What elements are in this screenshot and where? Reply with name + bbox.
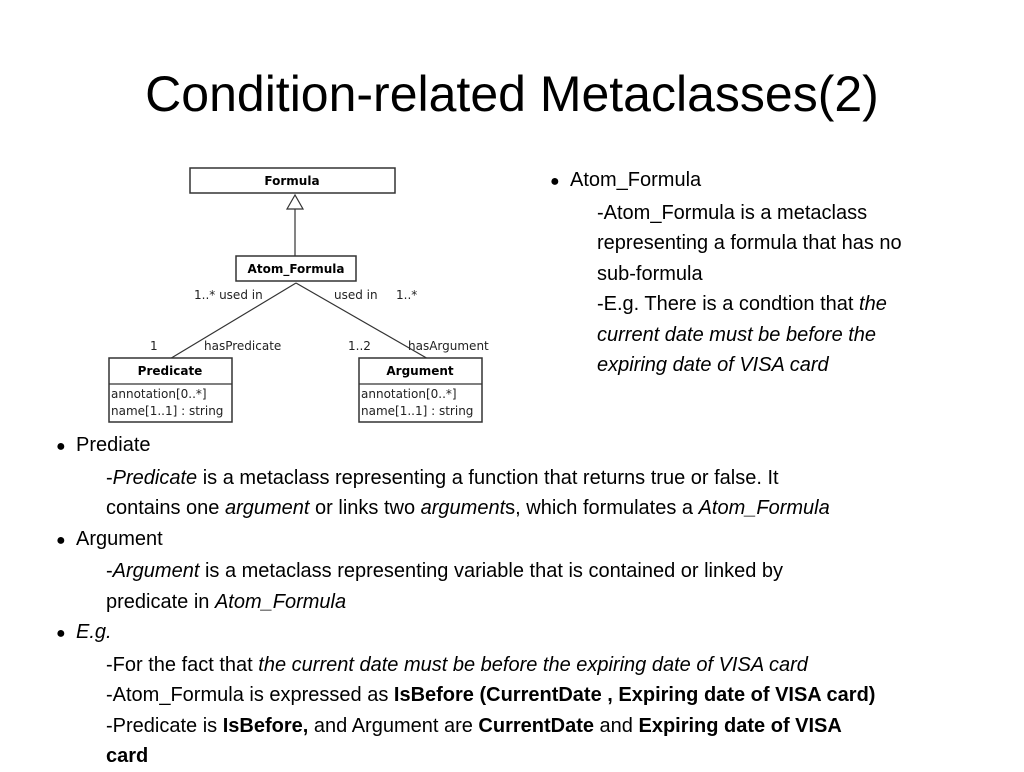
argument-desc-line-1: -Argument is a metaclass representing va… [56,556,986,587]
predicate-text-2a: contains one [106,497,225,519]
atom-formula-line-2: representing a formula that has no [597,232,902,254]
atom-formula-line-6: expiring date of VISA card [550,350,990,381]
predicate-heading: Prediate [76,434,151,456]
atom-formula-term: Atom_Formula [698,497,830,519]
dash: - [106,560,113,582]
bullet-icon: ● [56,531,66,549]
argument-association-line [295,282,431,361]
generalization-arrow [285,193,305,210]
eg-italic-text: the [859,293,887,315]
argument-term: Argument [112,560,200,582]
predicate-desc-line-2: contains one argument or links two argum… [56,493,986,524]
predicate-class-box: Predicate annotation[0..*] name[1..1] : … [108,357,233,423]
predicate-desc-line-1: -Predicate is a metaclass representing a… [56,463,986,494]
example-heading: E.g. [76,621,112,643]
has-argument-label: hasArgument [408,339,489,353]
example-bullet-row: ● E.g. [56,617,986,650]
dash: - [106,466,113,489]
example-text-1b: the current date must be before the expi… [258,653,808,676]
atom-formula-description: ● Atom_Formula -Atom_Formula is a metacl… [550,165,990,381]
mult-label-left-top: 1..* used in [194,288,263,302]
bullet-icon: ● [56,625,66,642]
atom-formula-term: Atom_Formula [214,590,347,613]
example-text-2a: -Atom_Formula is expressed as [106,684,394,706]
predicate-attr-annotation: annotation[0..*] [111,387,207,401]
predicate-attr-name: name[1..1] : string [111,404,223,418]
mult-label-right-top: 1..* [396,288,417,302]
argument-text-1: is a metaclass representing variable tha… [199,560,784,582]
argument-attr-name: name[1..1] : string [361,404,473,418]
predicate-term: Predicate [112,466,198,489]
atom-formula-class-box: Atom_Formula [235,255,357,282]
argument-heading: Argument [76,527,163,550]
mult-label-right-bottom: 1..2 [348,339,371,353]
bullet-icon: ● [550,173,560,190]
example-text-3b: IsBefore, [222,714,309,737]
predicate-association-line [167,282,297,361]
argument-bullet-row: ● Argument [56,524,986,557]
atom-formula-bullet-row: ● Atom_Formula [550,165,990,198]
atom-formula-line-4: -E.g. There is a condtion that the [550,289,990,320]
predicate-text-1: is a metaclass representing a function t… [197,466,779,489]
main-bullet-list: ● Prediate -Predicate is a metaclass rep… [56,430,986,772]
example-text-4: card [106,745,149,767]
atom-formula-line-1: -Atom_Formula is a metaclass [597,201,868,224]
argument-term-2: argument [420,497,506,519]
argument-attr-annotation: annotation[0..*] [361,387,457,401]
used-in-label-right: used in [334,288,378,302]
example-text-3d: CurrentDate [478,714,594,737]
example-line-4: card [56,741,986,772]
eg-italic-line-5: current date must be before the [597,323,877,346]
eg-text: -E.g. There is a condtion that [597,293,860,315]
example-text-3c: and Argument are [308,714,479,737]
predicate-text-2c: s, which formulates a [505,497,699,519]
has-predicate-label: hasPredicate [204,339,281,353]
argument-class-box: Argument annotation[0..*] name[1..1] : s… [358,357,483,423]
atom-formula-class-name: Atom_Formula [248,262,345,277]
argument-text-2a: predicate in [106,590,215,613]
mult-label-left-bottom: 1 [150,339,158,353]
formula-class-name: Formula [264,174,319,188]
formula-class-box: Formula [189,167,396,194]
example-text-3f: Expiring date of VISA [638,714,842,737]
predicate-class-name: Predicate [138,364,203,378]
example-line-3: -Predicate is IsBefore, and Argument are… [56,711,986,742]
example-text-3a: -Predicate is [106,714,223,737]
predicate-text-2b: or links two [309,497,421,519]
uml-class-diagram: Formula Atom_Formula 1..* used in used i… [100,160,510,430]
atom-formula-line-3: sub-formula [597,262,703,285]
predicate-bullet-row: ● Prediate [56,430,986,463]
example-text-3e: and [594,714,639,737]
atom-formula-heading: Atom_Formula [570,169,702,191]
slide-title: Condition-related Metaclasses(2) [145,66,879,122]
argument-desc-line-2: predicate in Atom_Formula [56,587,986,618]
atom-formula-line-5: current date must be before the [550,320,990,351]
argument-class-name: Argument [386,364,454,378]
example-line-1: -For the fact that the current date must… [56,650,986,681]
argument-term-1: argument [224,497,310,519]
eg-italic-line-6: expiring date of VISA card [597,354,829,376]
bullet-icon: ● [56,438,66,455]
example-text-2b: IsBefore (CurrentDate , Expiring date of… [393,684,876,706]
example-line-2: -Atom_Formula is expressed as IsBefore (… [56,680,986,711]
example-text-1a: -For the fact that [106,653,259,676]
